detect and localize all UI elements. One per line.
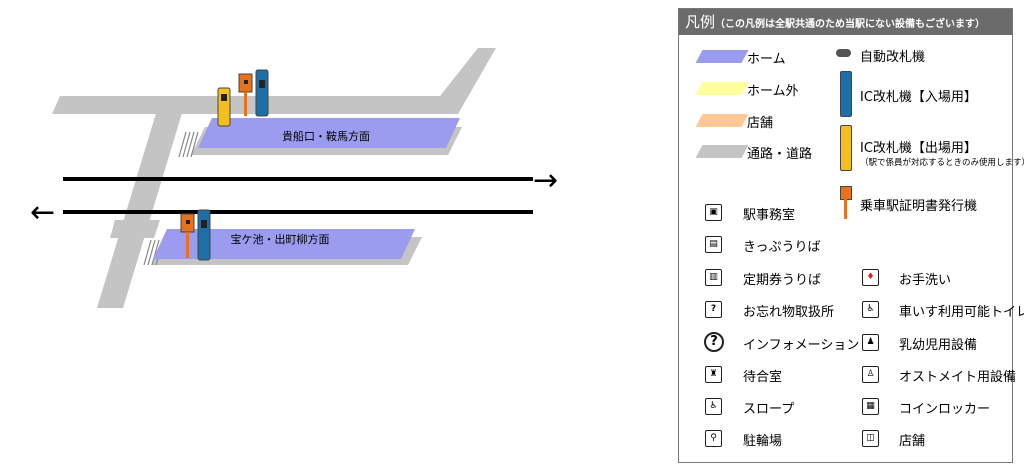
legend-road-label: 通路・道路 <box>747 147 813 162</box>
swatch-outside-home <box>695 82 749 95</box>
legend-ostomate-label: オストメイト用設備 <box>899 370 1017 385</box>
boarding-cert-machine-lower-icon <box>180 213 195 258</box>
legend-waiting-room-label: 待合室 <box>743 370 783 385</box>
legend-toilet-label: お手洗い <box>899 273 952 288</box>
legend-accessible-toilet-label: 車いす利用可能トイレ <box>899 305 1024 320</box>
boarding-cert-machine-icon <box>238 73 253 116</box>
boarding-cert-legend-stand <box>844 199 847 219</box>
station-office-icon: ▣ <box>705 204 722 221</box>
bicycle-icon: ⚲ <box>705 430 722 447</box>
boarding-cert-legend-icon <box>840 186 852 200</box>
road-passage-diagonal <box>97 100 186 308</box>
legend-commuter-pass-label: 定期券うりば <box>743 273 822 288</box>
legend-outside-home-label: ホーム外 <box>747 84 799 99</box>
locker-icon: ▦ <box>862 398 879 415</box>
legend-subtitle: （この凡例は全駅共通のため当駅にない設備もございます） <box>715 19 986 30</box>
store-icon: ◫ <box>862 430 879 447</box>
legend-ic-exit-note: （駅で係員が対応するときのみ使用します） <box>860 158 1024 168</box>
legend-auto-gate-label: 自動改札機 <box>860 50 926 65</box>
waiting-room-icon: ♜ <box>705 366 722 383</box>
legend-home-label: ホーム <box>747 52 786 67</box>
station-map: 貴船口・鞍馬方面 宝ケ池・出町柳方面 → ← <box>30 48 558 308</box>
legend-shop-label: 店舗 <box>747 116 774 131</box>
swatch-home <box>695 50 749 63</box>
legend-lost-found-label: お忘れ物取扱所 <box>743 305 835 320</box>
slope-icon: ♿ <box>705 398 722 415</box>
legend-ic-exit-label: IC改札機【出場用】 <box>860 141 977 156</box>
legend-header: 凡例（この凡例は全駅共通のため当駅にない設備もございます） <box>679 9 1012 35</box>
legend-ticket-sales-label: きっぷうりば <box>743 240 821 255</box>
legend-locker-label: コインロッカー <box>899 402 991 417</box>
information-icon: ? <box>704 332 724 352</box>
upper-platform <box>198 118 460 148</box>
ostomate-icon: ♙ <box>862 366 879 383</box>
ic-exit-gate-icon <box>217 87 231 127</box>
legend-title: 凡例 <box>685 13 716 31</box>
legend-slope-label: スロープ <box>743 402 795 417</box>
road-passage-upper <box>52 48 496 114</box>
swatch-road <box>695 145 749 158</box>
lower-platform-label: 宝ケ池・出町柳方面 <box>231 232 330 246</box>
swatch-shop <box>695 114 749 127</box>
legend-store-label: 店舗 <box>899 434 926 449</box>
toilet-icon: ♦ <box>862 269 879 286</box>
ic-entry-gate-icon <box>255 69 269 117</box>
road-passage-lower <box>110 220 160 238</box>
arrow-left-icon: ← <box>30 195 55 230</box>
stairs-upper <box>178 131 199 158</box>
ticket-sales-icon: ▤ <box>705 236 722 253</box>
lost-found-icon: ? <box>705 301 722 318</box>
upper-platform-label: 貴船口・鞍馬方面 <box>282 129 370 143</box>
nursing-icon: ♟ <box>862 334 879 351</box>
legend-station-office-label: 駅事務室 <box>743 208 796 223</box>
legend-boarding-cert-label: 乗車駅証明書発行機 <box>860 199 978 214</box>
legend-information-label: インフォメーション <box>743 338 860 353</box>
legend-panel: 凡例（この凡例は全駅共通のため当駅にない設備もございます） ホーム ホーム外 店… <box>678 8 1024 463</box>
commuter-pass-icon: ▥ <box>705 269 722 286</box>
legend-nursing-label: 乳幼児用設備 <box>899 338 978 353</box>
legend-ic-entry-label: IC改札機【入場用】 <box>860 90 977 105</box>
arrow-right-icon: → <box>533 163 558 198</box>
accessible-toilet-icon: ♿ <box>862 301 879 318</box>
legend-bicycle-label: 駐輪場 <box>743 434 783 449</box>
ic-exit-legend-icon <box>840 125 852 171</box>
ic-entry-legend-icon <box>840 71 852 117</box>
auto-gate-icon <box>836 49 851 57</box>
lower-platform <box>153 229 415 259</box>
ic-entry-gate-lower-icon <box>197 209 211 261</box>
